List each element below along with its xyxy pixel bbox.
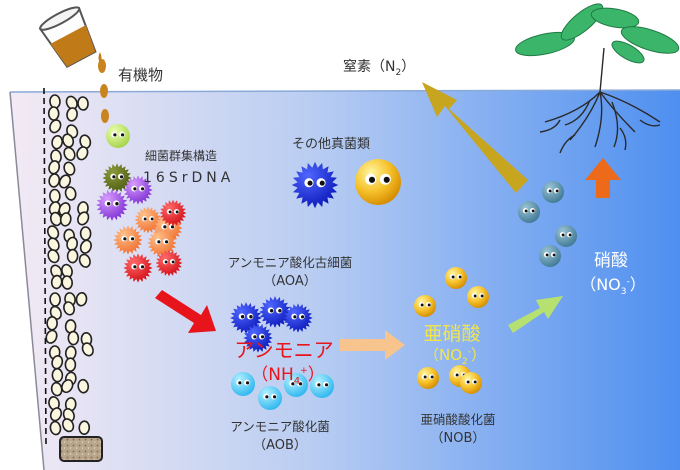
microbe-icon [291, 161, 339, 209]
soil-pellet [49, 305, 62, 320]
label-nob-name: 亜硝酸酸化菌 [420, 412, 495, 427]
microbe-icon [123, 175, 153, 205]
soil-pellet [50, 274, 63, 290]
label-community-structure: 細菌群集構造 [145, 148, 217, 163]
soil-pellet [49, 94, 61, 109]
arrow-to-nitrate [508, 296, 563, 333]
label-aob-abbr: （AOB） [253, 438, 307, 453]
label-other-microbes: その他真菌類 [292, 137, 370, 152]
microbe-icon [414, 295, 436, 317]
microbe-icon [542, 181, 564, 203]
soil-pellet [59, 212, 72, 227]
microbe-icon [113, 225, 143, 255]
soil-pellet [46, 225, 60, 240]
label-nitrogen-gas: 窒素（N2） [343, 58, 415, 78]
soil-pellet [47, 237, 60, 252]
microbe-icon [518, 201, 540, 223]
arrow-to-ammonia [155, 290, 216, 333]
arrow-to-nitrite [340, 330, 405, 360]
soil-pellet [78, 420, 91, 435]
soil-pellet [47, 106, 60, 121]
soil-pellet [58, 174, 72, 189]
microbe-icon [310, 374, 334, 398]
soil-pellet [49, 119, 62, 134]
soil-pellet [75, 291, 88, 307]
soil-pellet [77, 211, 90, 226]
soil-pellet [49, 420, 62, 436]
label-ammonium-formula: （NH4+） [251, 365, 324, 387]
soil-pellet [76, 146, 89, 161]
microbe-icon [134, 206, 162, 234]
microbe-icon [555, 225, 577, 247]
microbe-icon [231, 372, 255, 396]
soil-pellet [61, 379, 74, 394]
soil-pellet [63, 146, 76, 161]
soil-pellet [64, 357, 77, 373]
soil-pellet [51, 367, 64, 383]
microbe-icon [355, 159, 401, 205]
soil-pellet [47, 249, 60, 264]
plant-icon [515, 3, 680, 154]
label-16s-rdna: 16SrDNA [143, 170, 234, 186]
soil-sample-icon [59, 436, 103, 462]
soil-pellet [49, 407, 63, 422]
label-aob-name: アンモニア酸化菌 [230, 419, 330, 434]
label-nitrite-formula: （NO2-） [424, 346, 486, 367]
label-nob-abbr: （NOB） [431, 431, 486, 446]
label-nitrite: 亜硝酸 [423, 323, 480, 345]
soil-pellet [79, 226, 92, 241]
label-organic-matter: 有機物 [118, 66, 163, 84]
soil-pellet [45, 329, 58, 344]
microbe-icon [258, 386, 282, 410]
soil-pellet [64, 186, 77, 201]
label-nitrate: 硝酸 [594, 251, 628, 271]
microbe-icon [96, 189, 128, 221]
microbe-icon [155, 249, 183, 277]
soil-pellet-column [45, 94, 94, 436]
organic-drops [98, 59, 109, 123]
label-nitrate-formula: （NO3-） [580, 275, 646, 297]
soil-pellet [66, 107, 78, 122]
microbe-icon [284, 373, 308, 397]
soil-pellet [77, 378, 90, 394]
soil-pellet [61, 275, 73, 290]
soil-pellet [77, 96, 89, 111]
label-aoa-abbr: （AOA） [263, 274, 317, 289]
soil-pellet [51, 134, 63, 150]
soil-pellet [67, 330, 80, 346]
soil-pellet [81, 342, 94, 357]
soil-pellet [46, 316, 58, 331]
soil-pellet [48, 160, 61, 175]
microbe-icon [417, 367, 439, 389]
soil-pellet [63, 161, 76, 176]
soil-pellet [62, 133, 75, 148]
microbe-icon [159, 199, 187, 227]
arrow-to-nitrogen-gas [422, 82, 528, 193]
microbe-icon [445, 267, 467, 289]
soil-pellet [79, 239, 92, 254]
microbe-icon [243, 323, 273, 353]
label-ammonia: アンモニア [234, 338, 333, 362]
soil-pellet [79, 134, 92, 149]
pouring-cup-icon [38, 6, 102, 68]
microbe-icon [467, 286, 489, 308]
arrow-to-plant [585, 158, 621, 198]
microbe-icon [106, 124, 130, 148]
arrows [155, 82, 621, 360]
microbe-groups [96, 124, 577, 410]
soil-pellet [49, 188, 61, 204]
label-aoa-name: アンモニア酸化古細菌 [228, 255, 353, 270]
microbe-icon [460, 372, 482, 394]
microbe-icon [259, 296, 291, 328]
soil-pellet [78, 253, 91, 268]
soil-pellet [63, 301, 76, 316]
soil-pellet [66, 248, 79, 264]
microbe-icon [283, 303, 313, 333]
microbe-icon [123, 253, 153, 283]
soil-pellet [61, 418, 75, 433]
soil-pellet [49, 292, 61, 307]
microbe-icon [102, 163, 132, 193]
microbe-icon [539, 245, 561, 267]
